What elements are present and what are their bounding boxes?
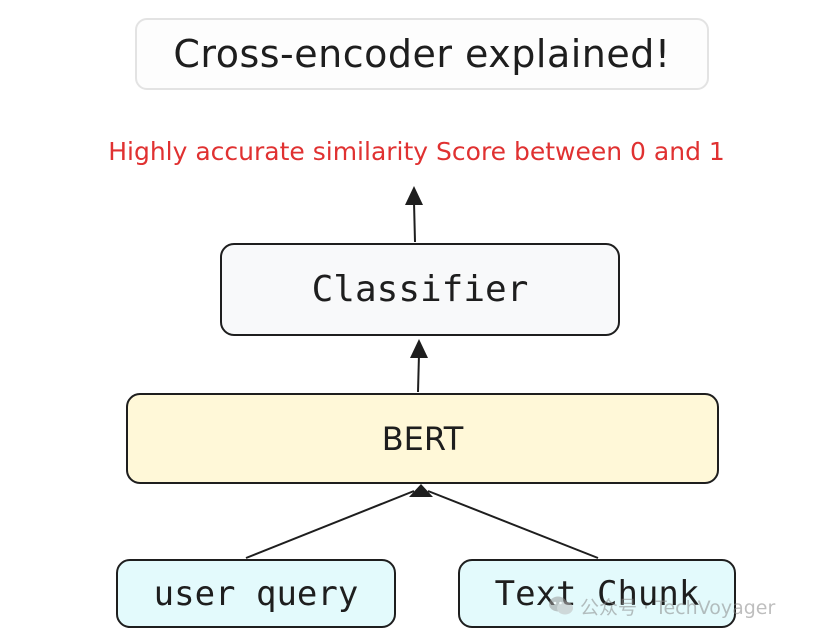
user-query-node: user query [116, 559, 396, 628]
arrowhead-to-classifier [410, 339, 428, 358]
diagram-title: Cross-encoder explained! [173, 32, 671, 76]
wechat-icon [549, 596, 573, 615]
watermark: 公众号 · TechVoyager [548, 592, 818, 620]
edge-query-to-bert [245, 490, 415, 559]
edge-classifier-to-score [413, 201, 416, 243]
bert-node: BERT [126, 393, 719, 484]
edge-chunk-to-bert [427, 490, 599, 559]
arrowhead-to-bert [409, 484, 433, 497]
title-box: Cross-encoder explained! [135, 18, 709, 90]
watermark-text: 公众号 · TechVoyager [580, 596, 776, 619]
arrowhead-to-score [405, 186, 423, 205]
text-chunk-label: Text Chunk [494, 573, 700, 614]
classifier-label: Classifier [311, 269, 529, 310]
output-score-label: Highly accurate similarity Score between… [108, 137, 725, 166]
text-chunk-node: Text Chunk [458, 559, 736, 628]
classifier-node: Classifier [220, 243, 620, 336]
edge-bert-to-classifier [417, 353, 420, 393]
bert-label: BERT [381, 419, 464, 458]
user-query-label: user query [153, 573, 359, 614]
